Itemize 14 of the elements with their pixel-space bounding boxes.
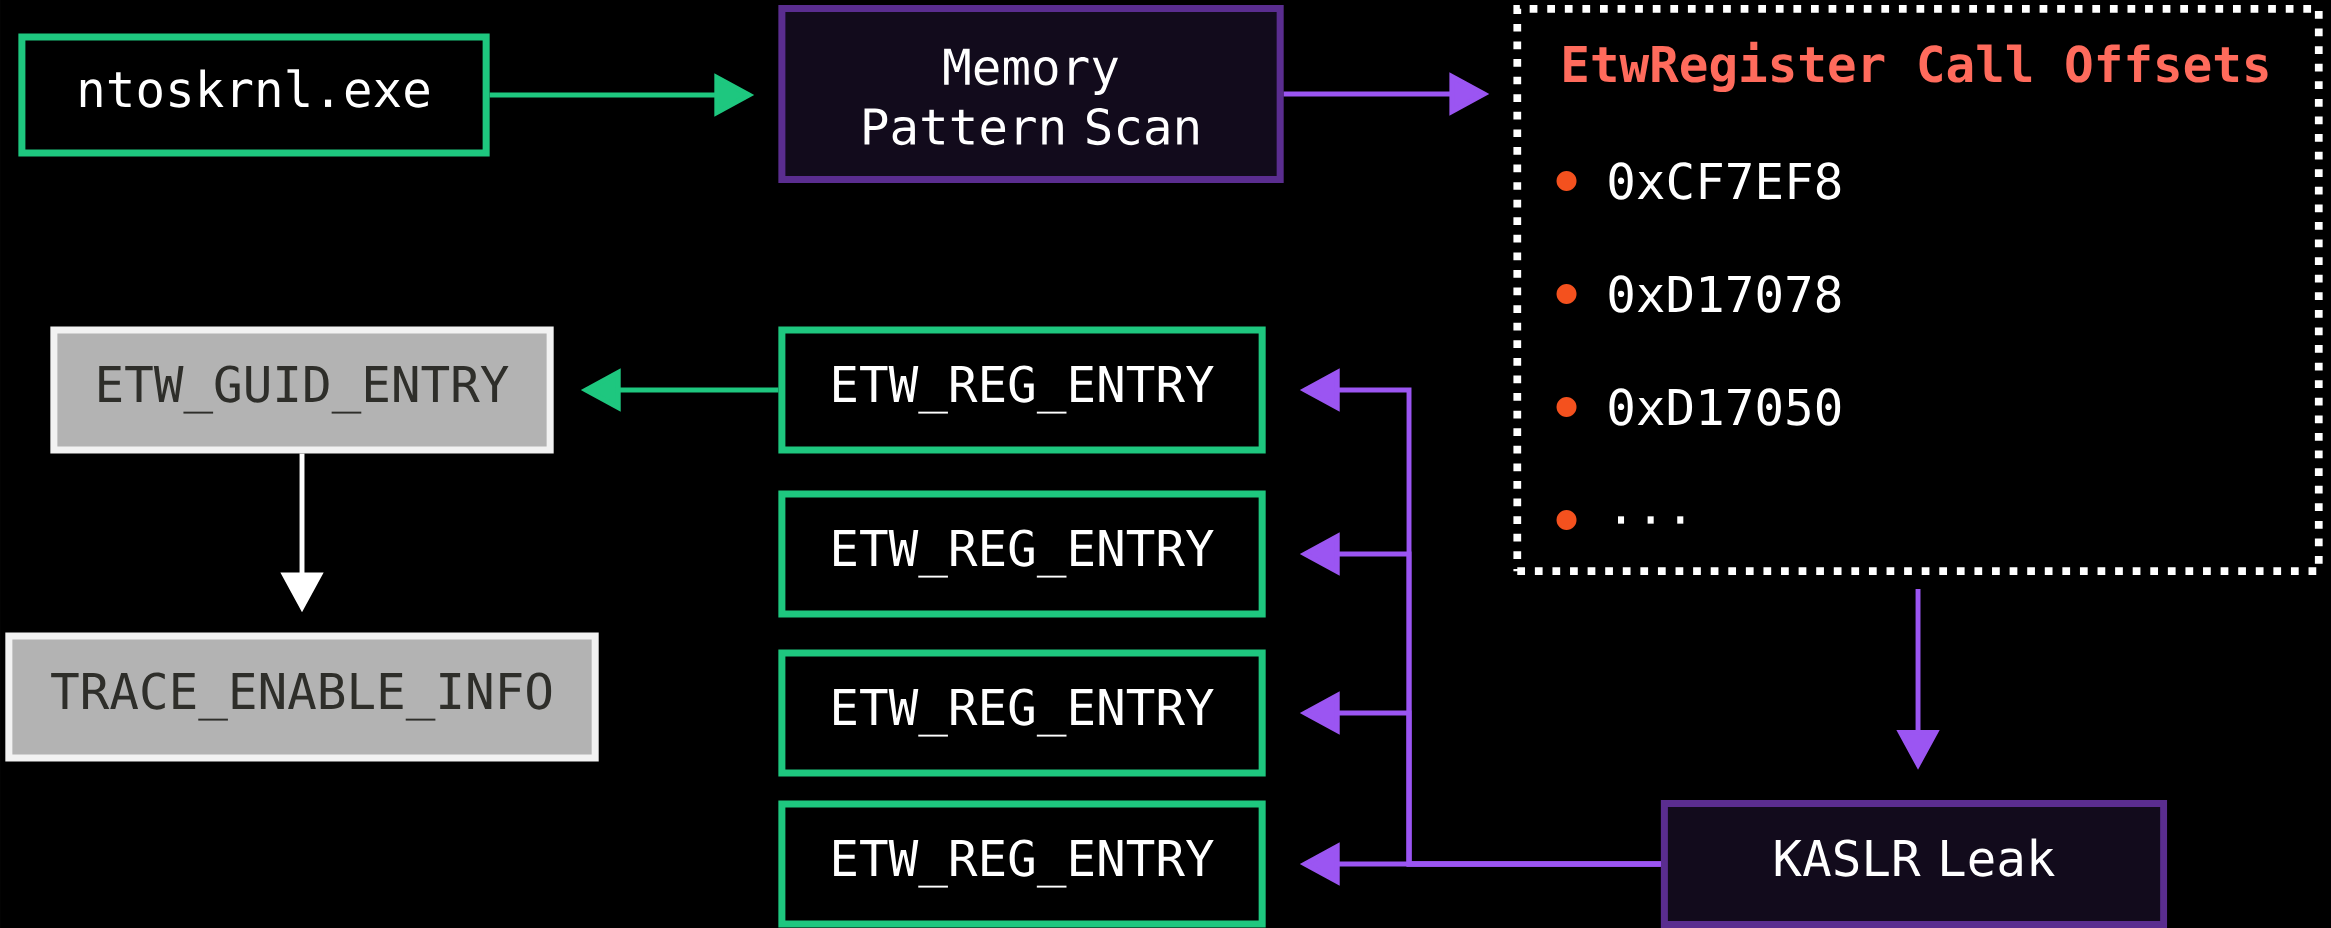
struct-box: TRACE_ENABLE_INFO xyxy=(5,632,599,762)
bullet-item: 0xD17078 xyxy=(1556,275,1841,313)
struct-box: ETW_REG_ENTRY xyxy=(778,490,1266,618)
bullet-item: ... xyxy=(1556,510,1684,530)
struct-box: ETW_REG_ENTRY xyxy=(778,326,1266,454)
struct-box: ETW_REG_ENTRY xyxy=(778,800,1266,928)
list-heading: EtwRegister Call Offsets xyxy=(1564,41,2268,93)
bullet-item: 0xD17050 xyxy=(1556,388,1841,426)
process-box: KASLR Leak xyxy=(1660,799,2168,928)
struct-box: ETW_REG_ENTRY xyxy=(778,649,1266,777)
process-box: Memory Pattern Scan xyxy=(778,4,1284,184)
struct-box: ETW_GUID_ENTRY xyxy=(50,326,554,454)
struct-box: ntoskrnl.exe xyxy=(18,33,490,157)
bullet-item: 0xCF7EF8 xyxy=(1556,162,1841,200)
